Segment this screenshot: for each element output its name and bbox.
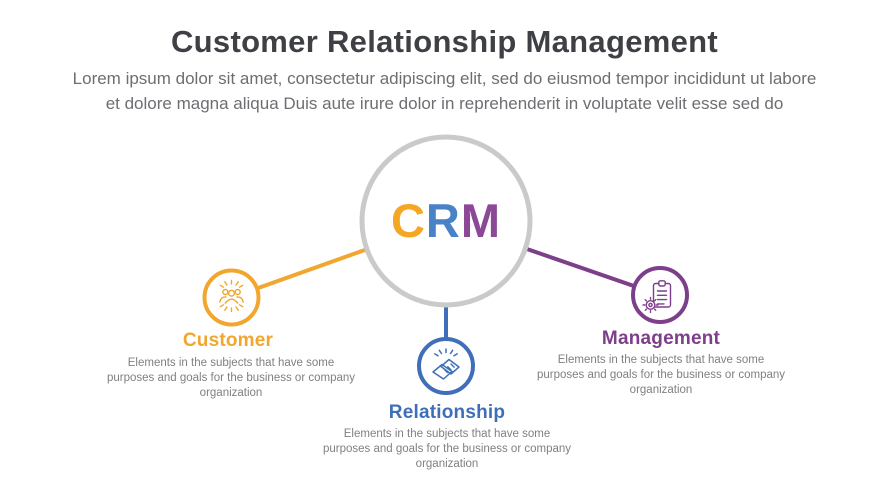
page-title: Customer Relationship Management	[170, 24, 718, 59]
people-icon	[219, 279, 244, 313]
crm-letter-m: M	[460, 194, 502, 247]
relationship-label: Relationship	[388, 402, 506, 423]
management-description: Elements in the subjects that have some …	[536, 354, 786, 396]
customer-label: Customer	[182, 330, 274, 351]
customer-circle	[202, 268, 261, 327]
management-label: Management	[601, 328, 721, 349]
management-node	[631, 266, 689, 324]
handshake-icon	[432, 348, 460, 380]
crm-letter-c: C	[390, 194, 426, 247]
crm-letter-r: R	[425, 194, 461, 247]
page-subtitle: Lorem ipsum dolor sit amet, consectetur …	[0, 66, 889, 116]
clipboard-gear-icon	[642, 280, 672, 314]
gear-icon	[642, 296, 659, 314]
relationship-description: Elements in the subjects that have some …	[322, 428, 572, 470]
relationship-circle	[417, 337, 475, 395]
crm-hub-circle	[359, 134, 533, 308]
crm-hub-label: CRM	[346, 193, 546, 249]
customer-node	[202, 268, 261, 327]
customer-description: Elements in the subjects that have some …	[106, 357, 356, 399]
subtitle-line-2: et dolore magna aliqua Duis aute irure d…	[105, 94, 784, 113]
relationship-node	[417, 337, 475, 395]
subtitle-line-1: Lorem ipsum dolor sit amet, consectetur …	[72, 69, 817, 88]
